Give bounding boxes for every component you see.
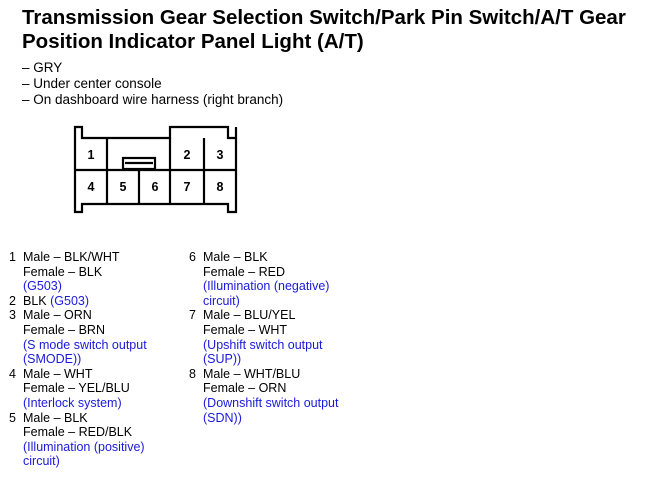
pin-circuit: (Downshift switch output xyxy=(203,395,339,410)
pin-circuit: (SMODE)) xyxy=(23,352,82,367)
pin-entry-4: 4 Male – WHT Female – YEL/BLU (Interlock… xyxy=(9,367,147,411)
pin-female-wire: Female – BLK xyxy=(23,264,103,279)
connector-pin-3: 3 xyxy=(217,148,224,162)
pin-circuit: (Illumination (positive) xyxy=(23,439,145,454)
pin-female-wire: Female – ORN xyxy=(203,381,287,396)
pin-number: 5 xyxy=(9,410,16,425)
pin-male-wire: Male – WHT/BLU xyxy=(203,366,301,381)
pin-female-wire: Female – YEL/BLU xyxy=(23,381,130,396)
connector-pin-2: 2 xyxy=(184,148,191,162)
pin-wire: BLK xyxy=(23,293,47,308)
connector-pin-7: 7 xyxy=(184,180,191,194)
pin-number: 1 xyxy=(9,250,16,264)
pin-entry-1: 1 Male – BLK/WHT Female – BLK (G503) xyxy=(9,250,147,294)
pin-male-wire: Male – BLK/WHT xyxy=(23,250,120,264)
connector-pin-4: 4 xyxy=(88,180,95,194)
note-color: – GRY xyxy=(22,60,63,75)
pin-number: 3 xyxy=(9,308,16,323)
pin-male-wire: Male – WHT xyxy=(23,366,93,381)
pin-number: 4 xyxy=(9,366,16,381)
pin-circuit: circuit) xyxy=(23,454,60,469)
pin-list-right: 6 Male – BLK Female – RED (Illumination … xyxy=(189,250,338,425)
page-title-line-2: Position Indicator Panel Light (A/T) xyxy=(22,30,364,53)
pin-circuit: (SUP)) xyxy=(203,352,242,367)
pin-male-wire: Male – BLK xyxy=(23,410,88,425)
pin-circuit: (SDN)) xyxy=(203,410,242,425)
pin-list-left: 1 Male – BLK/WHT Female – BLK (G503) 2 B… xyxy=(9,250,147,469)
pin-number: 7 xyxy=(189,308,196,323)
note-location: – Under center console xyxy=(22,76,162,91)
pin-entry-7: 7 Male – BLU/YEL Female – WHT (Upshift s… xyxy=(189,308,338,366)
connector-pin-6: 6 xyxy=(152,180,159,194)
pin-number: 8 xyxy=(189,366,196,381)
connector-pin-8: 8 xyxy=(217,180,224,194)
pin-circuit: circuit) xyxy=(203,293,240,308)
connector-pin-1: 1 xyxy=(88,148,95,162)
pin-female-wire: Female – RED/BLK xyxy=(23,425,133,440)
page-title-line-1: Transmission Gear Selection Switch/Park … xyxy=(22,6,626,29)
pin-male-wire: Male – BLK xyxy=(203,250,268,264)
pin-circuit: (Interlock system) xyxy=(23,395,122,410)
pin-number: 6 xyxy=(189,250,196,264)
pin-female-wire: Female – RED xyxy=(203,264,285,279)
pin-circuit: (G503) xyxy=(50,293,90,308)
pin-entry-2: 2 BLK (G503) xyxy=(9,294,147,309)
connector-pin-5: 5 xyxy=(120,180,127,194)
pin-male-wire: Male – BLU/YEL xyxy=(203,308,296,323)
pin-entry-3: 3 Male – ORN Female – BRN (S mode switch… xyxy=(9,308,147,366)
pin-entry-6: 6 Male – BLK Female – RED (Illumination … xyxy=(189,250,338,308)
connector-notes: – GRY – Under center console – On dashbo… xyxy=(22,60,283,108)
pin-circuit: (G503) xyxy=(23,279,62,294)
pin-circuit: (Upshift switch output xyxy=(203,337,323,352)
pin-number: 2 xyxy=(9,293,16,308)
pin-female-wire: Female – BRN xyxy=(23,322,105,337)
pin-circuit: (Illumination (negative) xyxy=(203,279,330,294)
connector-outline xyxy=(73,125,238,214)
page-title: Transmission Gear Selection Switch/Park … xyxy=(22,6,626,54)
pin-circuit: (S mode switch output xyxy=(23,337,147,352)
note-harness: – On dashboard wire harness (right branc… xyxy=(22,92,284,107)
pin-entry-8: 8 Male – WHT/BLU Female – ORN (Downshift… xyxy=(189,367,338,425)
pin-entry-5: 5 Male – BLK Female – RED/BLK (Illuminat… xyxy=(9,411,147,469)
pin-female-wire: Female – WHT xyxy=(203,322,288,337)
pin-male-wire: Male – ORN xyxy=(23,308,92,323)
